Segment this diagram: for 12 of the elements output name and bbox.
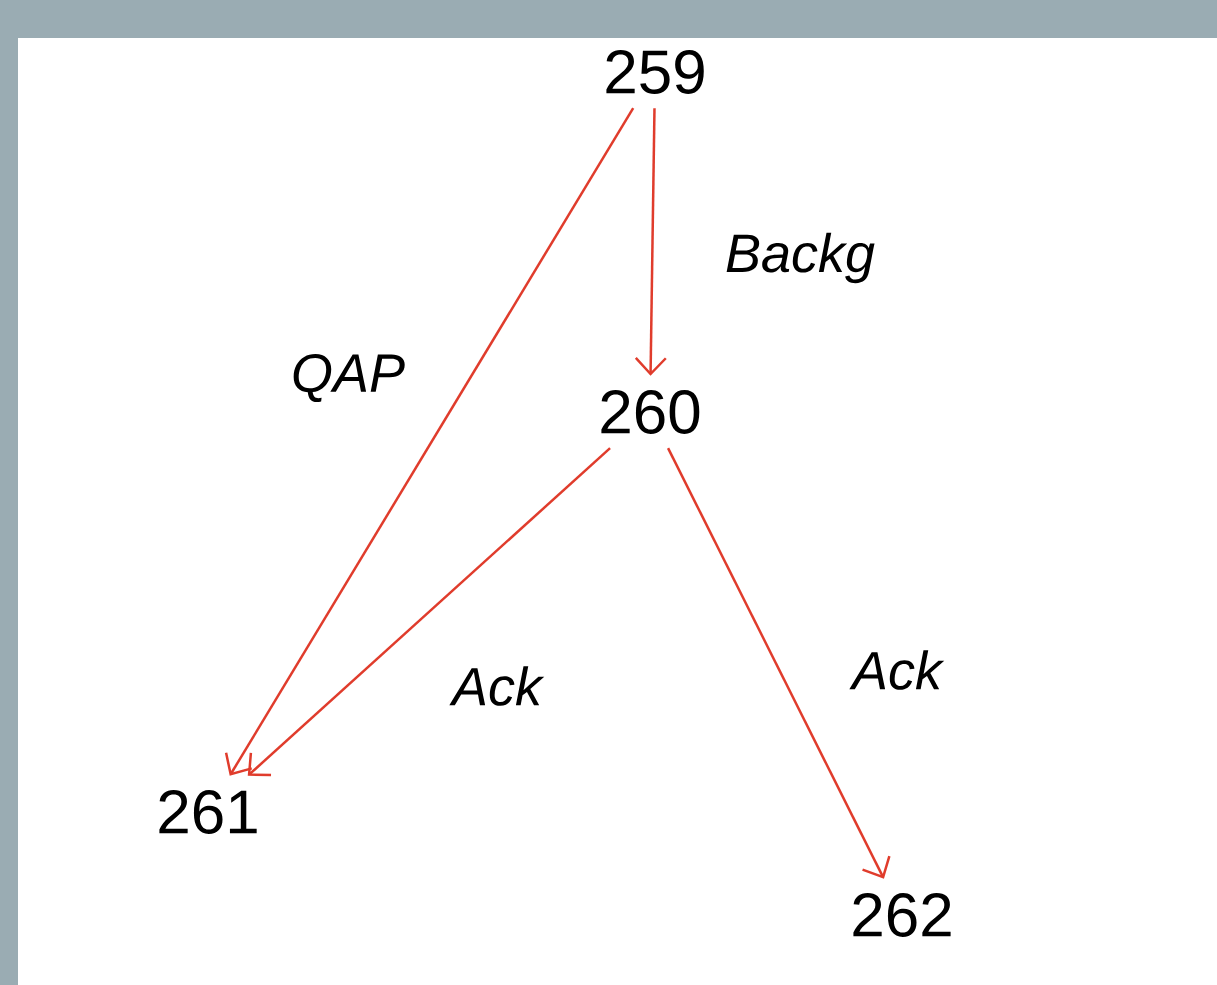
node-number: 260 — [601, 390, 700, 434]
arrow — [634, 108, 667, 376]
edge-label: Backg — [726, 232, 875, 284]
arrow — [247, 447, 611, 777]
node-number: 261 — [159, 790, 257, 834]
arrow — [224, 107, 635, 776]
node-number: 259 — [606, 50, 704, 94]
edge-label: QAP — [293, 354, 405, 402]
node-number: 262 — [853, 893, 951, 937]
edge-label: Ack — [849, 650, 945, 690]
edge-label: Ack — [449, 666, 545, 706]
arrow — [666, 447, 891, 879]
